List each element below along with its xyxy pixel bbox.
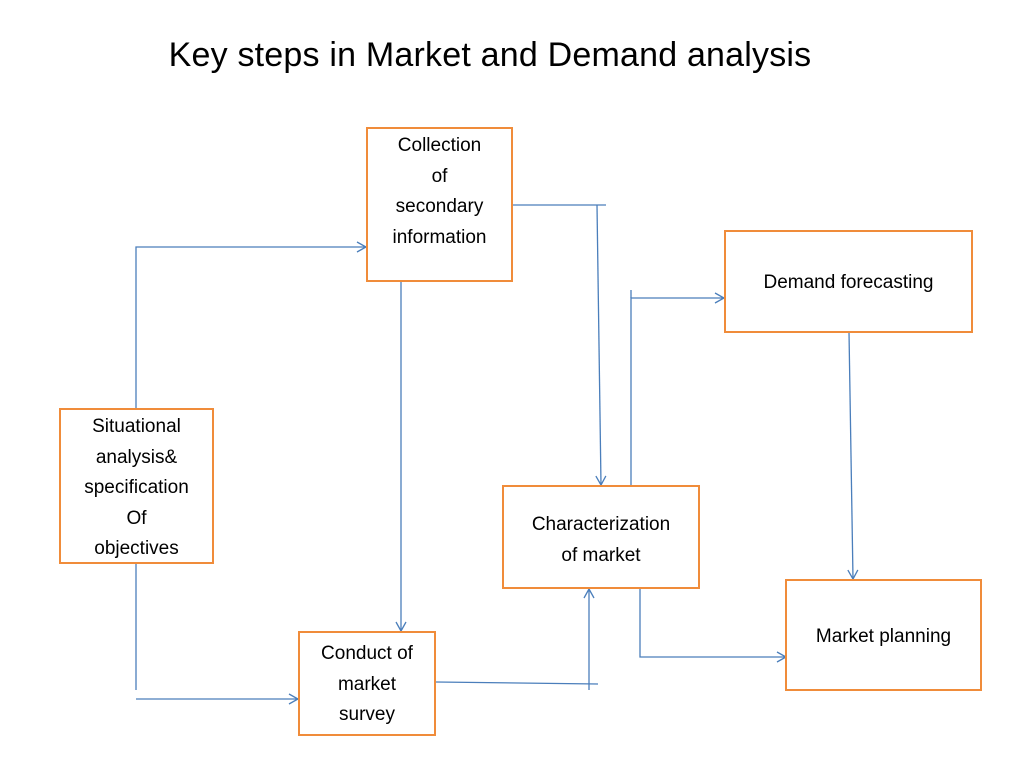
demand-forecasting-box: Demand forecasting bbox=[724, 230, 973, 333]
collection-line-1: Collection bbox=[397, 135, 482, 156]
arrow-characterization-to-demand bbox=[630, 292, 726, 485]
situational-line-2: analysis& bbox=[95, 446, 178, 468]
situational-line-3: specification bbox=[84, 477, 189, 498]
characterization-line-1: Characterization bbox=[531, 514, 671, 535]
planning-line-1: Market planning bbox=[815, 626, 952, 647]
situational-line-5: objectives bbox=[94, 538, 179, 559]
arrow-demand-planning bbox=[843, 322, 859, 581]
market-planning-box: Market planning bbox=[785, 579, 982, 691]
situational-line-1: Situational bbox=[92, 416, 181, 437]
arrow-characterization-to-planning bbox=[639, 589, 788, 663]
conduct-line-1: Conduct of bbox=[321, 643, 413, 664]
collection-box: Collection of secondary information bbox=[366, 127, 513, 282]
page-title: Key steps in Market and Demand analysis bbox=[168, 36, 812, 74]
arrow-collection-to-characterization bbox=[595, 204, 607, 487]
connector-conduct-right bbox=[435, 681, 599, 685]
conduct-survey-box: Conduct of market survey bbox=[298, 631, 436, 736]
demand-line-1: Demand forecasting bbox=[763, 272, 934, 293]
conduct-line-2: market bbox=[337, 673, 397, 695]
collection-line-3: secondary bbox=[395, 196, 484, 217]
collection-line-2: of bbox=[431, 165, 448, 187]
situational-analysis-box: Situational analysis& specification Of o… bbox=[59, 408, 214, 564]
situational-line-4: Of bbox=[126, 507, 147, 529]
conduct-line-3: survey bbox=[339, 704, 395, 725]
characterization-line-2: of market bbox=[561, 544, 641, 566]
collection-line-4: information bbox=[392, 226, 487, 248]
arrow-situational-to-collection bbox=[135, 241, 368, 408]
characterization-box: Characterization of market bbox=[502, 485, 700, 589]
